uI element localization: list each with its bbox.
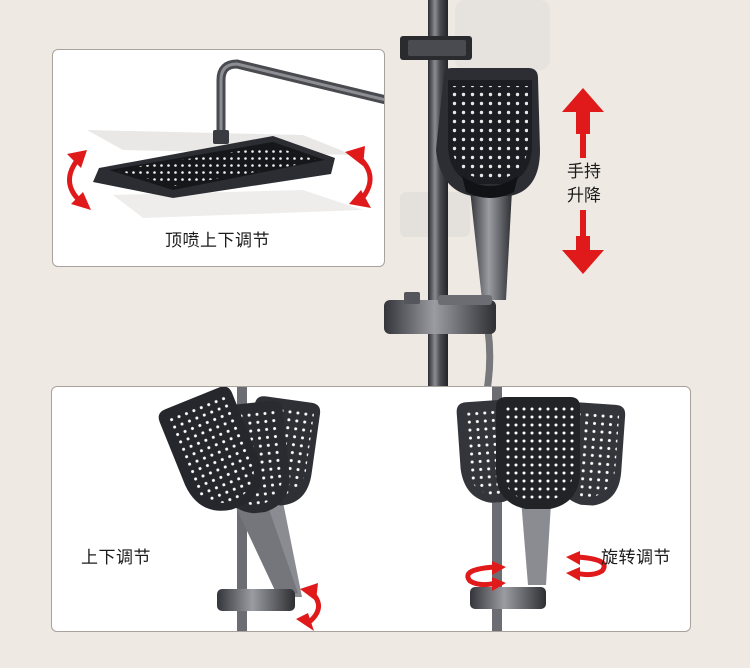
ghost-head-down xyxy=(113,190,363,218)
curved-rotate-arrow-icon xyxy=(67,150,91,210)
holder-left xyxy=(217,589,295,611)
holder-right xyxy=(470,587,546,609)
curved-rotate-arrow-icon xyxy=(345,146,373,208)
handheld-lift-label: 手持 升降 xyxy=(563,160,605,208)
hand-head-front xyxy=(158,387,262,511)
top-shower-illustration xyxy=(67,59,384,218)
horizontal-rotate-arrow-icon xyxy=(465,561,506,591)
hand-shower-adjust-illustration xyxy=(158,387,626,631)
hand-head-center xyxy=(496,397,580,509)
pole-right xyxy=(492,387,502,631)
swivel-handle xyxy=(520,487,552,585)
horizontal-rotate-arrow-icon xyxy=(566,551,607,581)
rotate-adjust-label: 旋转调节 xyxy=(601,548,671,568)
top-spray-adjust-label: 顶喷上下调节 xyxy=(165,231,270,251)
handheld-lift-line1: 手持 xyxy=(567,162,601,182)
curved-rotate-arrow-icon xyxy=(296,583,321,631)
shower-arm xyxy=(216,59,384,141)
hand-shower-adjust-panel: 上下调节 旋转调节 xyxy=(51,386,691,632)
faded-head-shadow xyxy=(455,0,550,70)
top-spray-panel: 顶喷上下调节 xyxy=(52,49,385,267)
up-down-adjust-label: 上下调节 xyxy=(81,548,151,568)
slide-holder xyxy=(384,300,496,334)
handheld-lift-line2: 升降 xyxy=(567,186,601,206)
hand-shower-handle xyxy=(470,190,512,300)
hose xyxy=(483,329,494,391)
